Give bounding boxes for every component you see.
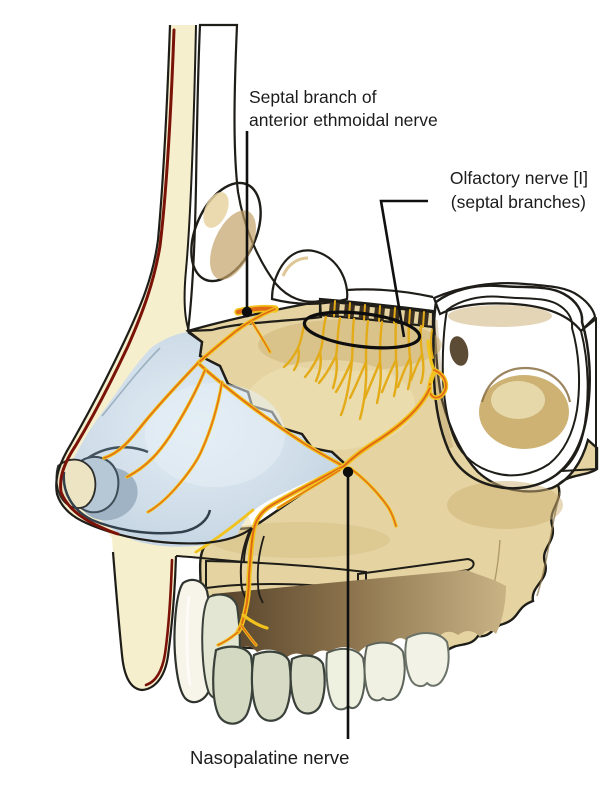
nasal-bone	[190, 181, 262, 283]
sphenoid-sinus	[432, 284, 591, 490]
crista-galli-mound	[270, 249, 349, 305]
nasal-cartilage	[55, 331, 346, 547]
label-septal-branch-line2: anterior ethmoidal nerve	[249, 110, 438, 130]
oral-cavity	[212, 570, 506, 659]
anterior-ethmoidal-nerve	[102, 304, 347, 514]
olfactory-pointer	[379, 199, 428, 338]
olfactory-ellipse-annotation	[302, 310, 422, 350]
roof-contour	[346, 288, 434, 299]
sinus-recess	[449, 336, 469, 366]
alar-cartilage-line	[62, 471, 212, 535]
nostril	[55, 446, 212, 535]
teeth	[173, 578, 450, 725]
label-nasopalatine: Nasopalatine nerve	[190, 747, 349, 768]
label-olfactory-line1: Olfactory nerve [I]	[450, 168, 588, 188]
nasopalatine-nerve	[194, 339, 449, 647]
nasopalatine-pointer-dot	[342, 466, 354, 478]
nostril-rim	[55, 458, 97, 509]
septal-branch-pointer-dot	[241, 306, 253, 318]
incisive-canal	[239, 529, 265, 604]
label-olfactory-line2: (septal branches)	[451, 192, 586, 212]
labels: Septal branch of anterior ethmoidal nerv…	[190, 87, 588, 768]
profile-contours	[55, 24, 253, 692]
label-septal-branch-line1: Septal branch of	[249, 87, 377, 107]
palatine-wedge	[357, 557, 475, 591]
annotations	[241, 131, 428, 739]
